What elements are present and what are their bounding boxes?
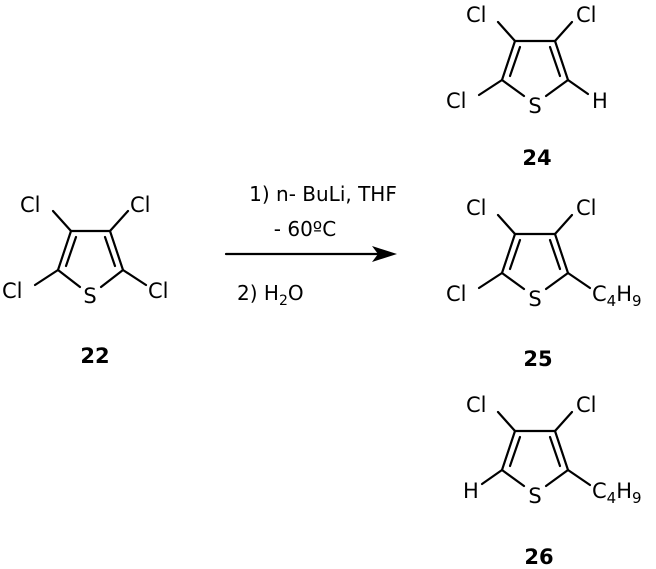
atom-h-bottom-left: H xyxy=(463,479,479,503)
atom-cl-top-right: Cl xyxy=(130,193,151,217)
compound-25: S Cl Cl Cl C4H9 25 xyxy=(446,196,642,371)
arrow-head xyxy=(372,246,397,262)
compound-label-22: 22 xyxy=(80,344,109,368)
atom-cl-bottom-left: Cl xyxy=(446,89,467,113)
thiophene-ring-26 xyxy=(480,410,592,488)
compound-label-25: 25 xyxy=(523,347,552,371)
atom-cl-top-left: Cl xyxy=(466,3,487,27)
atom-cl-bottom-left: Cl xyxy=(446,282,467,306)
atom-cl-top-right: Cl xyxy=(576,3,597,27)
atom-cl-bottom-right: Cl xyxy=(148,279,169,303)
atom-cl-top-right: Cl xyxy=(576,196,597,220)
atom-cl-top-left: Cl xyxy=(466,393,487,417)
atom-cl-bottom-left: Cl xyxy=(2,279,23,303)
atom-cl-top-left: Cl xyxy=(466,196,487,220)
atom-cl-top-left: Cl xyxy=(20,193,41,217)
atom-h-bottom-right: H xyxy=(592,89,608,113)
substituent-butyl: C4H9 xyxy=(592,479,642,507)
compound-26: S Cl Cl H C4H9 26 xyxy=(463,393,642,569)
atom-cl-top-right: Cl xyxy=(576,393,597,417)
thiophene-ring-22 xyxy=(33,209,148,289)
atom-s: S xyxy=(528,484,541,508)
compound-24: S Cl Cl Cl H 24 xyxy=(446,3,608,170)
thiophene-ring-24 xyxy=(477,20,590,98)
atom-s: S xyxy=(528,287,541,311)
thiophene-ring-25 xyxy=(477,213,592,291)
compound-label-24: 24 xyxy=(522,146,551,170)
condition-step1-line2: - 60ºC xyxy=(274,217,336,241)
atom-s: S xyxy=(83,284,96,308)
atom-s: S xyxy=(528,94,541,118)
compound-22: S Cl Cl Cl Cl 22 xyxy=(2,193,169,368)
reaction-arrow-group: 1) n- BuLi, THF - 60ºC 2) H2O xyxy=(224,182,397,309)
substituent-butyl: C4H9 xyxy=(592,282,642,310)
condition-step2: 2) H2O xyxy=(237,281,304,309)
condition-step1-line1: 1) n- BuLi, THF xyxy=(249,182,397,206)
compound-label-26: 26 xyxy=(524,545,553,569)
